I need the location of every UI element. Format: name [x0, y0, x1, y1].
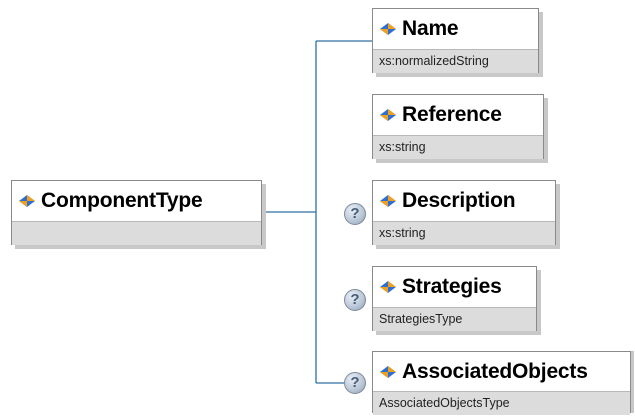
element-diamond-icon [380, 281, 396, 293]
root-node-name: ComponentType [41, 189, 203, 212]
child-node-description[interactable]: Description xs:string [372, 180, 556, 245]
child-node-label: Name [402, 17, 459, 40]
child-node-type: xs:string [373, 135, 543, 159]
child-node-label: AssociatedObjects [402, 359, 588, 383]
element-diamond-icon [380, 23, 396, 35]
element-diamond-icon [19, 195, 35, 207]
child-node-type: StrategiesType [373, 307, 536, 331]
child-node-label: Strategies [402, 275, 502, 298]
child-node-header: Name [373, 9, 538, 49]
child-node-label: Reference [402, 103, 502, 126]
optional-question-icon: ? [344, 372, 366, 394]
child-node-type: AssociatedObjectsType [373, 391, 630, 415]
child-node-type: xs:normalizedString [373, 49, 538, 73]
child-node-reference[interactable]: Reference xs:string [372, 94, 544, 159]
child-node-header: Description [373, 181, 555, 221]
root-node[interactable]: ComponentType [11, 180, 262, 245]
element-diamond-icon [380, 365, 396, 378]
optional-question-icon: ? [344, 289, 366, 311]
child-node-header: AssociatedObjects [373, 352, 630, 391]
child-node-associatedobjects[interactable]: AssociatedObjects AssociatedObjectsType [372, 351, 631, 415]
root-node-type [12, 221, 261, 245]
child-node-header: Reference [373, 95, 543, 135]
child-node-type: xs:string [373, 221, 555, 245]
element-diamond-icon [380, 195, 396, 207]
child-node-header: Strategies [373, 267, 536, 307]
optional-question-icon: ? [344, 203, 366, 225]
child-node-label: Description [402, 189, 516, 212]
root-node-header: ComponentType [12, 181, 261, 221]
child-node-name[interactable]: Name xs:normalizedString [372, 8, 539, 73]
child-node-strategies[interactable]: Strategies StrategiesType [372, 266, 537, 331]
element-diamond-icon [380, 109, 396, 121]
